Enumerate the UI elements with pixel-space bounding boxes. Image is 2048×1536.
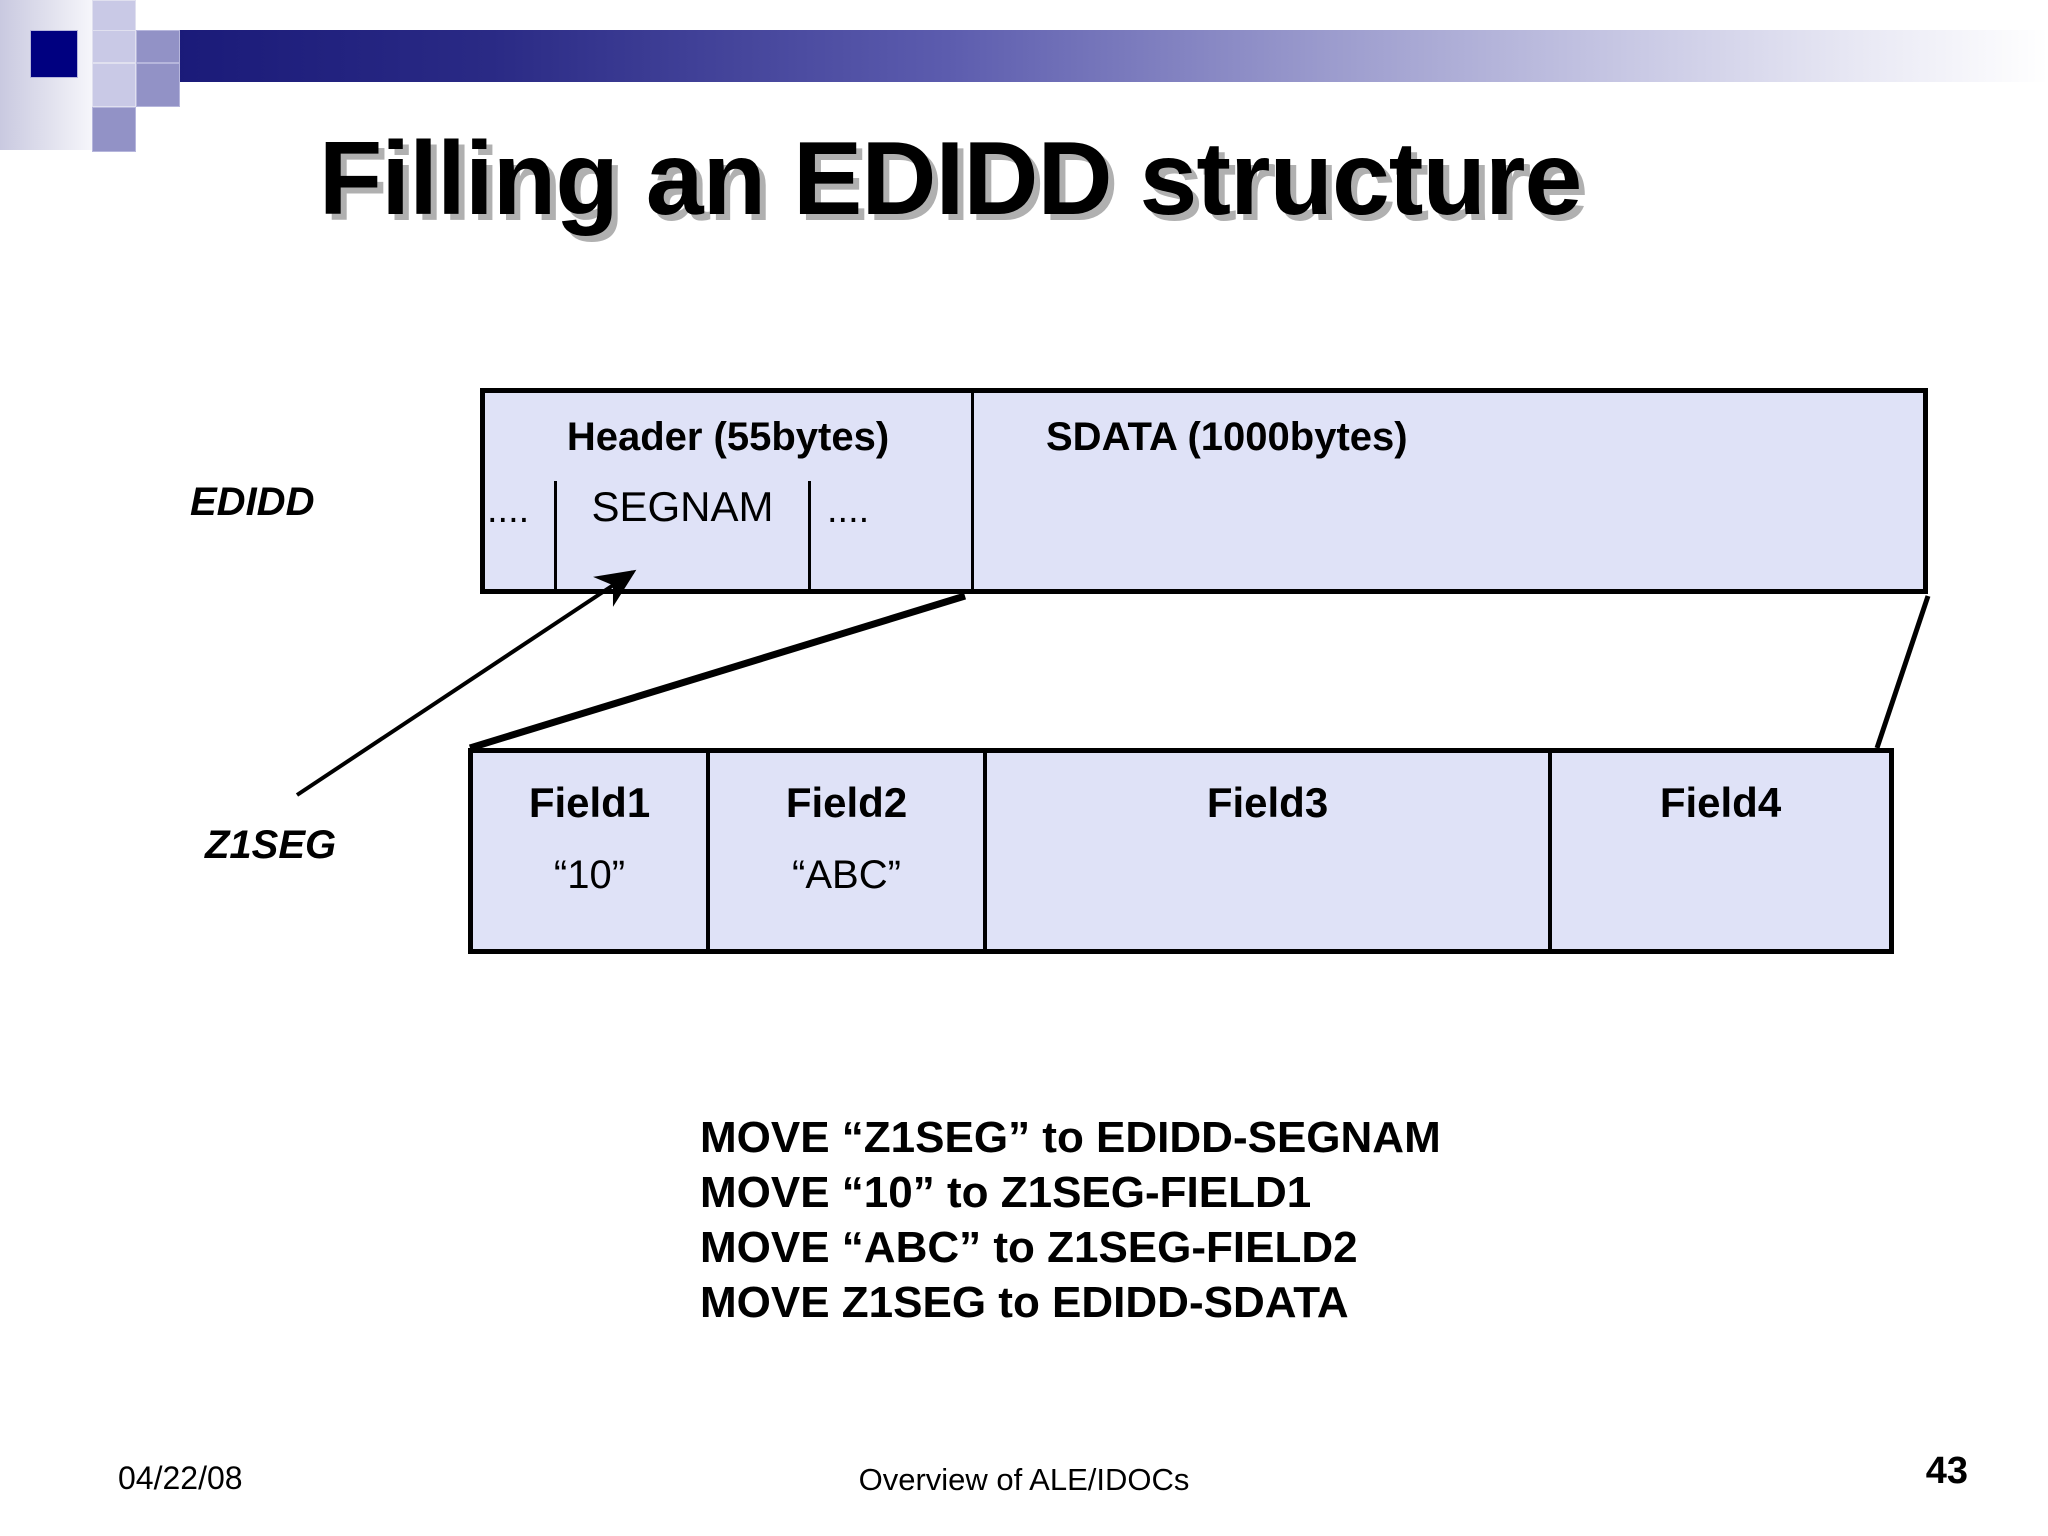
- move-statement-line: MOVE “10” to Z1SEG-FIELD1: [700, 1168, 1312, 1217]
- z1seg-field-value: “10”: [553, 853, 626, 897]
- z1seg-structure-label: Z1SEG: [205, 823, 337, 867]
- edidd-trailing-ellipsis-cell: ....: [811, 481, 974, 591]
- z1seg-field-name: Field4: [1659, 779, 1782, 826]
- move-statement-line: MOVE “ABC” to Z1SEG-FIELD2: [700, 1223, 1358, 1272]
- edidd-table-header-row: Header (55bytes) SDATA (1000bytes): [485, 393, 1923, 481]
- edidd-leading-ellipsis-cell: ....: [485, 481, 557, 591]
- edidd-table-detail-row: .... SEGNAM ....: [485, 481, 1923, 591]
- z1seg-field-cell: Field4: [1552, 753, 1889, 949]
- edidd-structure-table: Header (55bytes) SDATA (1000bytes) .... …: [480, 388, 1928, 594]
- edidd-structure-label: EDIDD: [190, 480, 315, 524]
- move-statements-block: MOVE “Z1SEG” to EDIDD-SEGNAM MOVE “10” t…: [700, 1110, 1441, 1330]
- header-gradient-bar: [150, 30, 2048, 82]
- z1seg-field-value: “ABC”: [792, 853, 901, 897]
- header-square-mid-upper: [136, 30, 180, 63]
- header-square-light-upper: [92, 30, 136, 63]
- edidd-sdata-body-cell: [974, 481, 1923, 591]
- header-square-mid: [136, 63, 180, 107]
- page-title: Filling an EDIDD structure: [318, 121, 1583, 237]
- header-square-light-top: [92, 0, 136, 32]
- z1seg-field-name: Field3: [1206, 779, 1329, 826]
- sdata-expansion-right-connector: [1874, 595, 1931, 749]
- edidd-header-cell: Header (55bytes): [485, 393, 974, 481]
- z1seg-field-name: Field2: [785, 779, 908, 826]
- z1seg-field-cell: Field3: [987, 753, 1552, 949]
- header-square-navy: [30, 30, 78, 78]
- edidd-segnam-cell: SEGNAM: [557, 481, 811, 591]
- footer-page-number: 43: [1925, 1450, 1968, 1492]
- z1seg-field-cell: Field1 “10”: [473, 753, 710, 949]
- edidd-sdata-cell: SDATA (1000bytes): [1046, 414, 1408, 459]
- move-statement-line: MOVE Z1SEG to EDIDD-SDATA: [700, 1278, 1349, 1327]
- z1seg-structure-table: Field1 “10” Field2 “ABC” Field3 Field4: [468, 748, 1894, 954]
- z1seg-field-name: Field1: [528, 779, 651, 826]
- header-square-mid-lower: [92, 107, 136, 152]
- z1seg-field-cell: Field2 “ABC”: [710, 753, 987, 949]
- header-square-light-mid: [92, 63, 136, 107]
- move-statement-line: MOVE “Z1SEG” to EDIDD-SEGNAM: [700, 1113, 1441, 1162]
- sdata-expansion-left-connector: [468, 592, 967, 752]
- footer-date: 04/22/08: [118, 1460, 243, 1496]
- footer-title: Overview of ALE/IDOCs: [858, 1462, 1190, 1497]
